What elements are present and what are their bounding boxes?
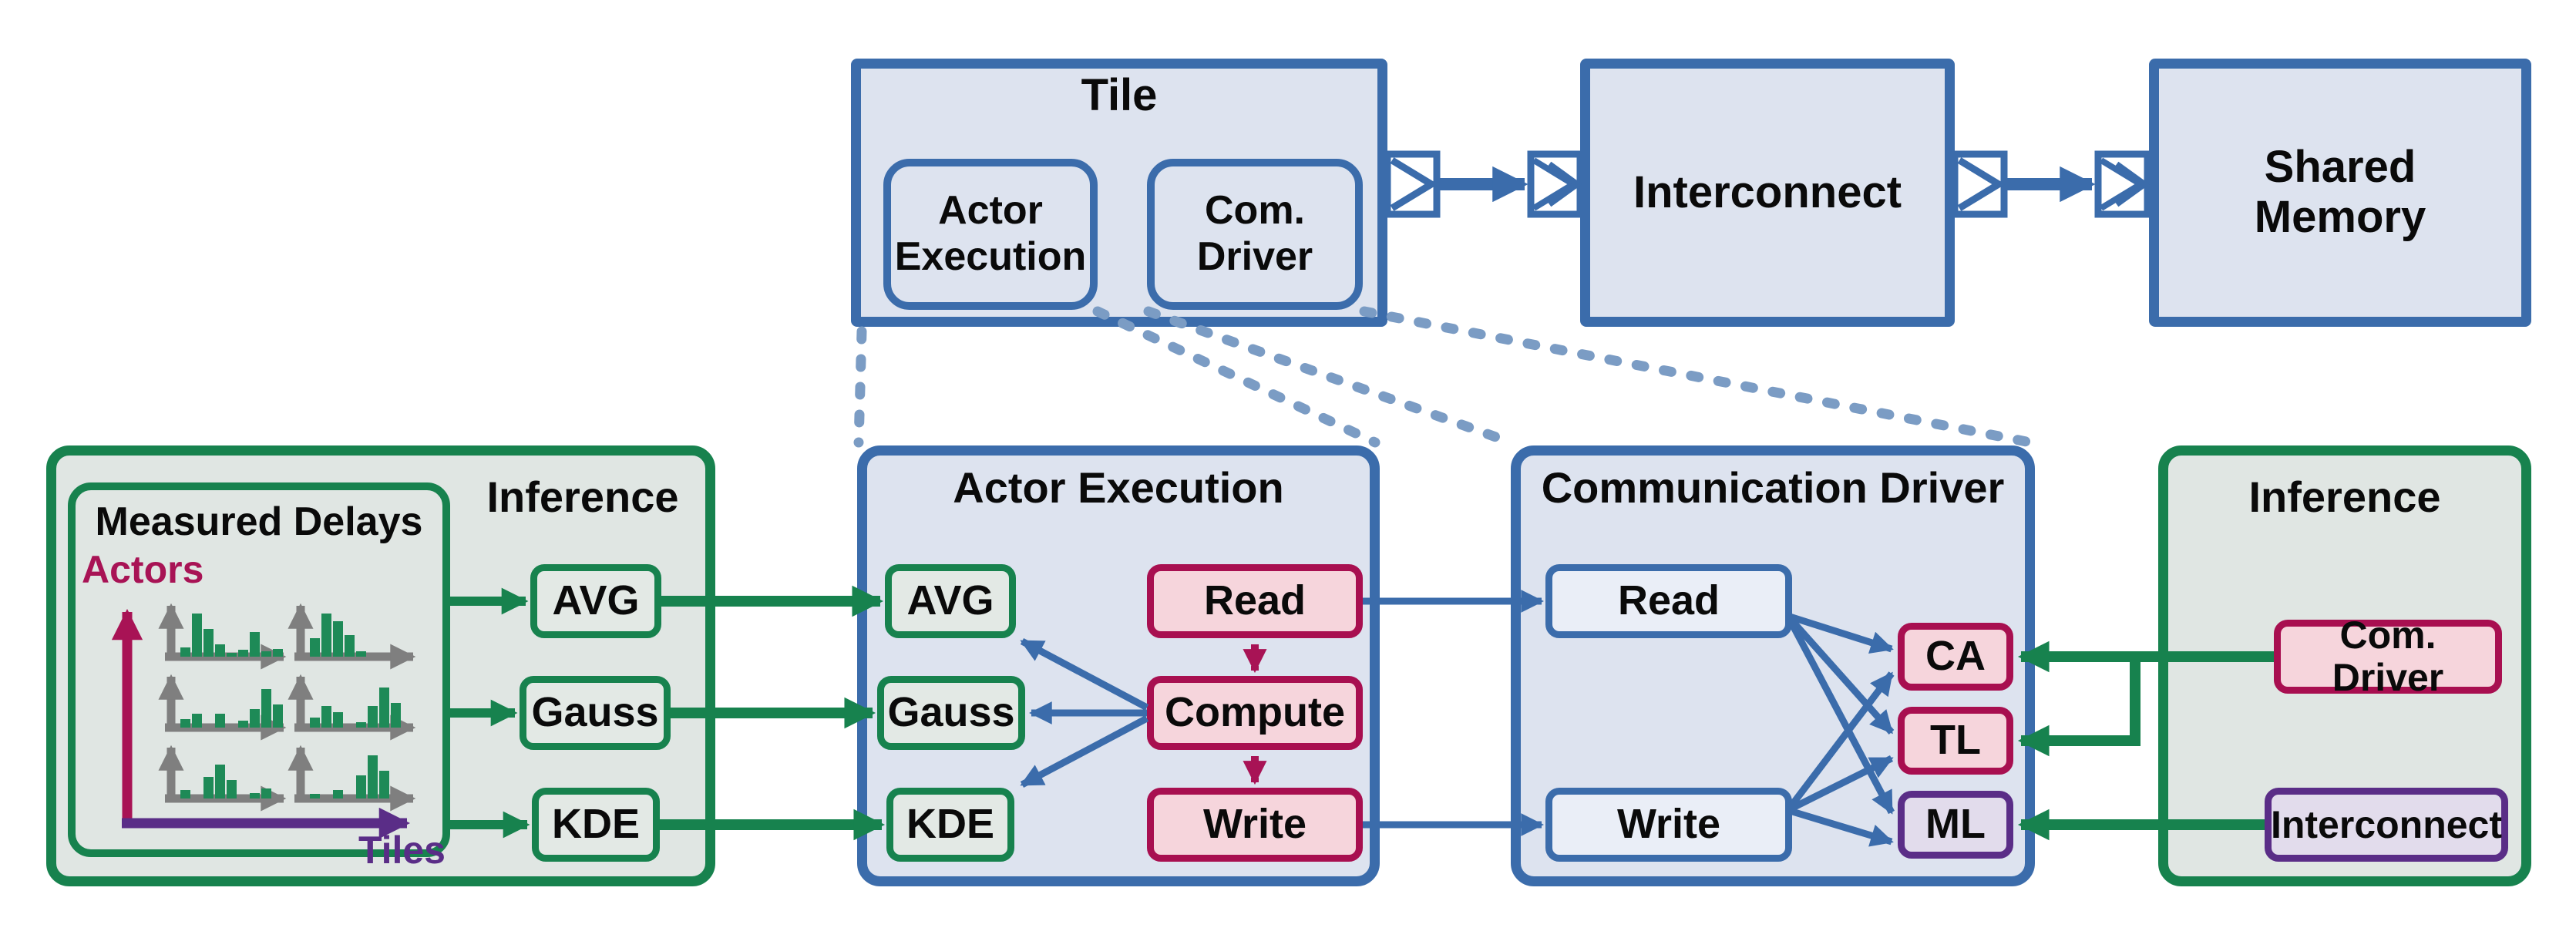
read-to-tl-arrow [1787,616,1895,735]
ae-compute-box: Compute [1147,676,1363,750]
dashed-line-tile-to-cd-right [1359,306,2036,448]
write-to-tl-arrow [1787,755,1894,813]
interconnect-output-port-chevron-icon [1957,157,2006,211]
compute-to-kde-arrow [1020,715,1149,788]
histogram-actors2-tile1 [180,689,283,728]
histogram-actors1-tile1 [180,614,283,657]
ae-avg-box: AVG [885,564,1016,638]
measured-delays-chart [111,603,416,839]
cd-ml-box: ML [1898,791,2013,859]
tile-title: Tile [1081,70,1158,120]
dashed-line-tile-to-cd-left [1143,306,1516,448]
read-to-ml-arrow [1787,617,1895,815]
read-to-ca-arrow [1788,613,1894,654]
actors-axis-label: Actors [82,548,204,591]
tile-mapping-dashed-lines [853,306,2036,448]
com-driver-to-tl-arrow [2017,657,2141,757]
left-inference-title: Inference [486,472,679,521]
cd-write-box: Write [1545,788,1792,862]
write-to-ml-arrow [1788,807,1894,847]
right-inference-to-cd-arrows [2017,640,2274,841]
ae-to-cd-arrows [1363,590,1544,836]
dashed-line-tile-to-ae-right [1092,306,1380,448]
tile-to-interconnect-connector [1384,150,1584,218]
tile-com-driver-box: Com.Driver [1147,159,1363,310]
write-to-ca-arrow [1787,671,1895,810]
histogram-actors1-tile2 [310,614,366,657]
ae-read-box: Read [1147,564,1363,638]
right-com-driver-box: Com. Driver [2274,614,2502,699]
cd-fan-arrows [1787,613,1895,847]
cd-tl-box: TL [1898,707,2013,775]
shared-memory-input-port-chevron2-icon [2114,161,2150,207]
histogram-actors2-tile2 [310,688,401,728]
md-to-method-arrows [450,587,530,839]
compute-to-method-arrows [1020,638,1149,788]
interconnect-input-port-chevron2-icon [1547,161,1582,207]
actor-execution-title: Actor Execution [953,463,1284,512]
right-interconnect-box: Interconnect [2265,788,2508,862]
measured-delays-title: Measured Delays [95,499,423,544]
tile-output-port-chevron-icon [1390,157,1438,211]
histogram-actors3-tile1 [180,765,271,798]
interconnect-label: Interconnect [1633,166,1902,217]
interconnect-to-shared-memory-connector [1951,150,2151,218]
left-inference-avg-box: AVG [530,564,661,638]
compute-to-avg-arrow [1020,638,1149,711]
ae-write-box: Write [1147,788,1363,862]
communication-driver-title: Communication Driver [1541,463,2005,512]
left-inference-gauss-box: Gauss [520,676,671,750]
interconnect-box: Interconnect [1580,59,1955,327]
dashed-line-tile-to-ae-left [853,326,867,448]
ae-kde-box: KDE [886,788,1014,862]
right-inference-title: Inference [2248,472,2441,521]
cd-read-box: Read [1545,564,1792,638]
histogram-actors3-tile2 [310,755,389,798]
cd-ca-box: CA [1898,623,2013,691]
left-inference-kde-box: KDE [532,788,660,862]
inference-to-ae-arrows [654,585,886,841]
tile-com-driver-label: Com.Driver [1196,188,1313,279]
ae-gauss-box: Gauss [877,676,1025,750]
